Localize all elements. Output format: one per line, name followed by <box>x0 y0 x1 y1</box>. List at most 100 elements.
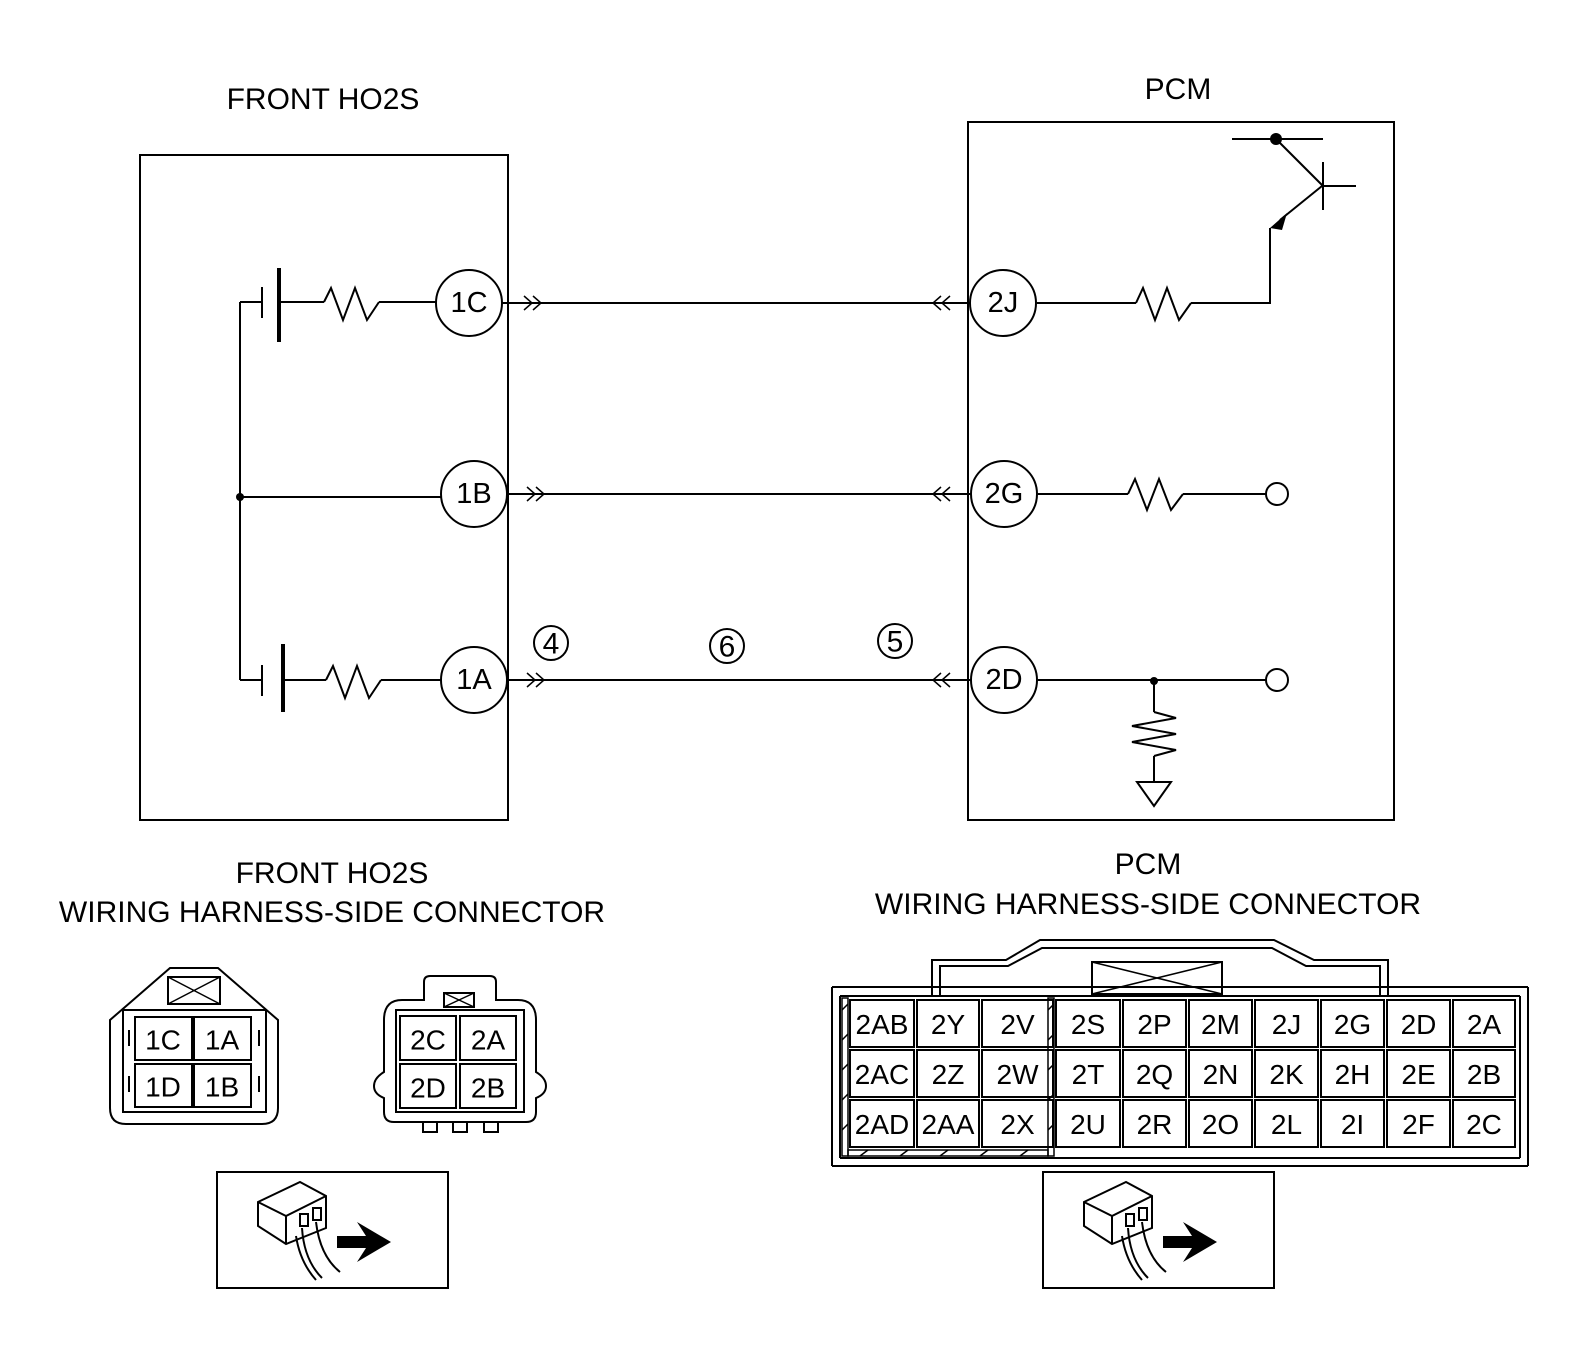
pcm-connector-cell: 2N <box>1203 1059 1239 1090</box>
ho2s-connector-b: 2C 2A 2D 2B <box>372 975 548 1133</box>
pcm-connector-cell: 2T <box>1072 1059 1105 1090</box>
pcm-connector-cell-box <box>1386 1099 1451 1148</box>
inspection-point-4: 4 <box>533 625 569 661</box>
pcm-connector-cell-box <box>981 1049 1054 1098</box>
pcm-connector-cell-box <box>1188 1049 1253 1098</box>
connector-view-direction-icon <box>1042 1171 1275 1289</box>
ho2s-internal-circuit <box>236 268 441 712</box>
pcm-connector-cell: 2Z <box>932 1059 965 1090</box>
pcm-connector-cell: 2F <box>1402 1109 1435 1140</box>
pcm-connector-cell: 2AC <box>855 1059 909 1090</box>
svg-text:1C: 1C <box>450 287 487 319</box>
svg-text:2G: 2G <box>985 478 1024 510</box>
svg-text:1A: 1A <box>205 1025 240 1056</box>
pcm-connector-cell: 2U <box>1070 1109 1106 1140</box>
pcm-title: PCM <box>1145 73 1212 106</box>
inspection-point-5: 5 <box>877 623 913 659</box>
pcm-connector-cell-box <box>1055 1049 1121 1098</box>
svg-text:2D: 2D <box>985 664 1022 696</box>
front-ho2s-title: FRONT HO2S <box>227 83 420 116</box>
ho2s-connector-subtitle: WIRING HARNESS-SIDE CONNECTOR <box>59 896 605 929</box>
pcm-connector-cell-box <box>1254 999 1319 1048</box>
pcm-connector-cell: 2J <box>1272 1009 1302 1040</box>
pcm-connector-cell: 2K <box>1269 1059 1304 1090</box>
pcm-connector-cell: 2S <box>1071 1009 1105 1040</box>
pcm-connector-cell-box <box>849 1099 915 1148</box>
pcm-connector-cell: 2C <box>1466 1109 1502 1140</box>
pcm-connector-cell: 2O <box>1202 1109 1239 1140</box>
pcm-connector-cell: 2R <box>1137 1109 1173 1140</box>
pcm-connector-cell-box <box>1320 1099 1385 1148</box>
pcm-pin-2d: 2D <box>970 646 1038 714</box>
pcm-connector-cell: 2D <box>1401 1009 1437 1040</box>
pcm-connector: 2AB 2Y 2V 2S 2P 2M 2J 2G 2D 2A 2AC 2Z 2W 2T 2Q 2N 2K 2H 2E… <box>831 939 1529 1167</box>
pcm-connector-cell: 2L <box>1271 1109 1302 1140</box>
pcm-connector-cell: 2P <box>1137 1009 1171 1040</box>
pcm-connector-cell-box <box>1452 1049 1516 1098</box>
pcm-connector-cell: 2AB <box>856 1009 909 1040</box>
wire-1c-2j <box>502 295 970 311</box>
pcm-connector-cell-box <box>849 999 915 1048</box>
pcm-connector-cell: 2M <box>1201 1009 1240 1040</box>
pcm-connector-subtitle: WIRING HARNESS-SIDE CONNECTOR <box>875 888 1421 921</box>
pcm-connector-cell-box <box>1122 999 1187 1048</box>
pcm-connector-cell: 2Y <box>931 1009 966 1040</box>
pcm-connector-cell-box <box>1386 999 1451 1048</box>
svg-text:1B: 1B <box>205 1072 239 1103</box>
pcm-connector-cell: 2Q <box>1136 1059 1173 1090</box>
pcm-connector-cell: 2I <box>1341 1109 1364 1140</box>
pcm-internal-circuit <box>1037 133 1356 808</box>
pcm-connector-cell-box <box>1055 999 1121 1048</box>
ho2s-pin-1b: 1B <box>440 460 508 528</box>
svg-text:2A: 2A <box>471 1025 506 1056</box>
pcm-connector-cell-box <box>1122 1099 1187 1148</box>
svg-text:1A: 1A <box>456 664 492 696</box>
pcm-box <box>967 121 1395 821</box>
pcm-connector-cell: 2X <box>1000 1109 1035 1140</box>
pcm-connector-cell-box <box>981 1099 1054 1148</box>
pcm-connector-cell-box <box>1452 1099 1516 1148</box>
svg-text:1B: 1B <box>456 478 491 510</box>
pcm-connector-title: PCM <box>1115 848 1182 881</box>
pcm-connector-cell-box <box>1254 1099 1319 1148</box>
pcm-connector-cell-box <box>1188 999 1253 1048</box>
pcm-connector-cell-box <box>849 1049 915 1098</box>
pcm-connector-cell: 2B <box>1467 1059 1501 1090</box>
svg-text:1D: 1D <box>145 1072 181 1103</box>
pcm-connector-cell-box <box>1452 999 1516 1048</box>
svg-text:2B: 2B <box>471 1073 505 1104</box>
pcm-connector-cell: 2AD <box>855 1109 909 1140</box>
ho2s-pin-1c: 1C <box>435 269 503 337</box>
pcm-connector-cell-box <box>1055 1099 1121 1148</box>
pcm-connector-cell: 2A <box>1467 1009 1502 1040</box>
front-ho2s-box <box>139 154 509 821</box>
pcm-connector-cell: 2V <box>1000 1009 1035 1040</box>
pcm-connector-cell-box <box>1320 999 1385 1048</box>
pcm-connector-cell-box <box>1188 1099 1253 1148</box>
pcm-connector-grid: 2AB 2Y 2V 2S 2P 2M 2J 2G 2D 2A 2AC 2Z 2W 2T 2Q 2N 2K 2H 2E… <box>849 999 1516 1148</box>
pcm-pin-2j: 2J <box>969 269 1037 337</box>
pcm-connector-cell: 2W <box>997 1059 1040 1090</box>
svg-text:6: 6 <box>719 631 736 664</box>
svg-text:5: 5 <box>887 626 904 659</box>
pcm-connector-cell-box <box>916 999 980 1048</box>
svg-text:1C: 1C <box>145 1025 181 1056</box>
wire-1b-2g <box>507 486 971 502</box>
pcm-connector-cell: 2H <box>1335 1059 1371 1090</box>
connector-view-direction-icon <box>216 1171 449 1289</box>
pcm-connector-cell: 2G <box>1334 1009 1371 1040</box>
pcm-connector-cell-box <box>916 1099 980 1148</box>
ho2s-pin-1a: 1A <box>440 646 508 714</box>
inspection-point-6: 6 <box>709 628 745 664</box>
pcm-pin-2g: 2G <box>970 460 1038 528</box>
wire-1a-2d <box>507 672 971 688</box>
pcm-connector-cell-box <box>1254 1049 1319 1098</box>
pcm-connector-cell-box <box>1122 1049 1187 1098</box>
pcm-connector-cell-box <box>916 1049 980 1098</box>
pcm-connector-cell-box <box>981 999 1054 1048</box>
pcm-connector-cell-box <box>1386 1049 1451 1098</box>
pcm-connector-cell: 2AA <box>922 1109 975 1140</box>
pcm-connector-cell: 2E <box>1401 1059 1435 1090</box>
svg-text:2D: 2D <box>410 1073 446 1104</box>
